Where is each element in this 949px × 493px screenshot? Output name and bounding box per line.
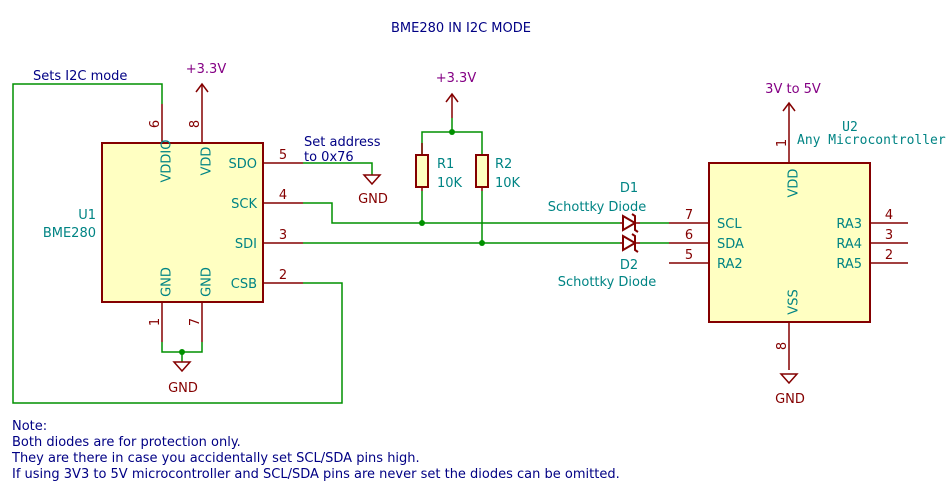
u1-pin-vddio-name: VDDIO (160, 140, 175, 183)
u2-pin-8-num: 8 (775, 342, 790, 350)
u2-pin-ra2-name: RA2 (717, 257, 743, 272)
label-address-line1: Set address (304, 135, 381, 150)
u1-pin-4-num: 4 (279, 188, 287, 203)
u2-pin-ra4-name: RA4 (836, 237, 862, 252)
ground-icon (362, 174, 382, 186)
u2-pin-ra5-name: RA5 (836, 257, 862, 272)
gnd-u2 (779, 373, 799, 385)
u2-pin-4-num: 4 (885, 208, 893, 223)
r1-body (415, 154, 429, 188)
power-pullup-label: +3.3V (436, 71, 477, 86)
wire-pullup-top (421, 131, 483, 155)
gnd-u2-label: GND (775, 392, 805, 407)
u1-ref: U1 (78, 208, 96, 223)
d1-triangle (622, 214, 637, 232)
label-address-line2: to 0x76 (304, 150, 354, 165)
r2-resistor[interactable]: R2 10K (475, 154, 521, 191)
u1-pin-5-num: 5 (279, 148, 287, 163)
junction-pullup (449, 129, 455, 135)
u1-pin-csb-name: CSB (231, 277, 257, 292)
u2-pin-3-num: 3 (885, 228, 893, 243)
wire-sck-scl (303, 202, 620, 224)
u2-pin-2-num: 2 (885, 248, 893, 263)
u1-pin-sdi-name: SDI (235, 237, 257, 252)
u2-pin-6-num: 6 (685, 228, 693, 243)
junction-scl (419, 220, 425, 226)
u2-pin-1-num: 1 (775, 139, 790, 147)
power-u2-supply (782, 101, 796, 123)
u2-microcontroller[interactable]: 1 8 7 6 5 4 3 2 VDD VSS SCL SDA RA2 RA3 … (669, 120, 946, 370)
u1-pin-3-num: 3 (279, 228, 287, 243)
u1-pin-gnd1-name: GND (160, 267, 175, 297)
d1-ref: D1 (620, 181, 638, 196)
junctions (179, 129, 485, 355)
gnd-u1 (172, 361, 192, 373)
u2-pin-ra3-name: RA3 (836, 217, 862, 232)
u1-pin-sck-name: SCK (231, 197, 257, 212)
note-line-1: Note: (12, 419, 47, 434)
r2-ref: R2 (495, 157, 512, 172)
ground-icon (779, 373, 799, 385)
u2-pin-vss-name: VSS (787, 289, 802, 314)
d1-value: Schottky Diode (548, 200, 647, 215)
u2-pin-7-num: 7 (685, 208, 693, 223)
u1-pin-1-num: 1 (148, 318, 163, 326)
u1-pin-lines (161, 104, 303, 342)
r2-body (475, 154, 489, 188)
gnd-u1-label: GND (168, 381, 198, 396)
ground-icon (172, 361, 192, 373)
u2-pin-lines (669, 123, 908, 370)
power-u1-label: +3.3V (186, 62, 227, 77)
junction-gnd (179, 349, 185, 355)
note-line-2: Both diodes are for protection only. (12, 435, 241, 450)
u1-pin-vdd-name: VDD (200, 147, 215, 176)
d2-triangle (622, 234, 637, 252)
u1-pin-2-num: 2 (279, 268, 287, 283)
note-line-4: If using 3V3 to 5V microcontroller and S… (12, 467, 620, 482)
wire-csb-vddio-loop (12, 83, 343, 404)
u2-value: Any Microcontroller (797, 133, 946, 148)
u1-pin-gnd7-name: GND (200, 267, 215, 297)
d2-value: Schottky Diode (558, 275, 657, 290)
u1-body (101, 142, 264, 303)
note-block: Note: Both diodes are for protection onl… (11, 419, 620, 482)
gnd-sdo (362, 174, 382, 186)
u1-pin-6-num: 6 (148, 120, 163, 128)
power-u2-label: 3V to 5V (765, 82, 821, 97)
r1-resistor[interactable]: R1 10K (415, 143, 463, 191)
d1-diode[interactable]: D1 Schottky Diode (548, 181, 647, 233)
arrow-up-icon (195, 82, 209, 93)
r1-value: 10K (437, 176, 463, 191)
junction-sda (479, 240, 485, 246)
d2-ref: D2 (620, 258, 638, 273)
u2-pin-vdd-name: VDD (787, 169, 802, 198)
r1-ref: R1 (437, 157, 454, 172)
note-line-3: They are there in case you accidentally … (11, 451, 420, 466)
schematic-title: BME280 IN I2C MODE (391, 21, 531, 36)
u1-bme280[interactable]: 6 8 5 4 3 2 1 7 VDDIO VDD SDO SCK SDI CS… (43, 104, 303, 342)
u2-body (708, 162, 871, 323)
u1-pin-sdo-name: SDO (229, 157, 258, 172)
gnd-sdo-label: GND (358, 192, 388, 207)
u1-pin-8-num: 8 (188, 120, 203, 128)
wire-sdo-gnd (303, 162, 373, 175)
r2-value: 10K (495, 176, 521, 191)
u2-pin-sda-name: SDA (717, 237, 744, 252)
label-sets-i2c: Sets I2C mode (33, 69, 127, 84)
power-pullup-3v3 (445, 92, 459, 118)
d2-diode[interactable]: D2 Schottky Diode (558, 233, 657, 290)
u2-ref: U2 (842, 120, 858, 135)
u1-value: BME280 (43, 226, 96, 241)
arrow-up-icon (782, 101, 796, 112)
power-u1-3v3 (195, 82, 209, 104)
u2-pin-scl-name: SCL (717, 217, 742, 232)
arrow-up-icon (445, 92, 459, 103)
u1-pin-7-num: 7 (188, 318, 203, 326)
u2-pin-5-num: 5 (685, 248, 693, 263)
